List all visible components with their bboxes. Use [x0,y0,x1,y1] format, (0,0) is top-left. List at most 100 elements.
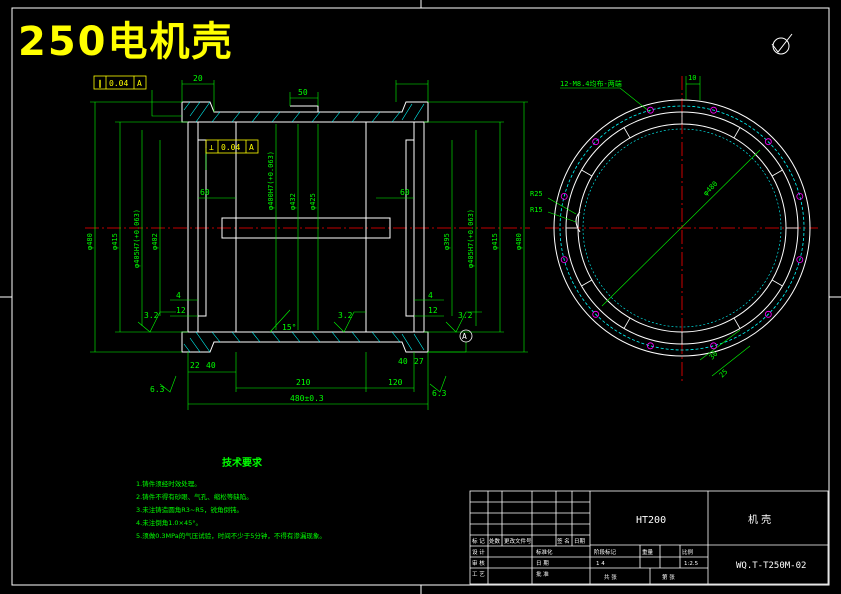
tb-process: 工 艺 [472,571,485,578]
tech-item-1: 1.铸件须经时效处理。 [136,479,201,488]
flange-rib [771,279,783,287]
dim-total-length: 480±0.3 [290,394,324,403]
tb-part-name: 机 壳 [748,513,771,526]
tb-page: 第 张 [662,573,675,581]
dim-dia-415-left: φ415 [111,233,119,250]
bolt-hole [647,342,654,350]
side-view: 12-M8.4均布-两端 10 φ480 R25 R15 30 25 [530,74,818,382]
tb-change: 更改文件号 [504,537,532,545]
dim-dia-395-right: φ395 [443,233,451,250]
tb-mark: 标 记 [472,537,485,545]
tb-stage: 阶段标记 [594,548,617,556]
bolt-hole [592,310,600,318]
gdt-top-symbol: ∥ [98,79,102,88]
rough-right: 3.2 [458,311,473,320]
gdt-top-value: 0.04 [109,79,128,88]
side-dim-25: 25 [718,368,730,380]
dim-dia-402-left: φ402 [151,233,159,250]
bolt-hole [764,138,772,146]
dim-dia-outer-left: φ480 [86,233,94,250]
tb-scale: 1:2.5 [684,561,699,567]
tech-item-3: 3.未注铸造圆角R3~R5，锐角倒钝。 [136,505,243,514]
side-dia: φ480 [702,180,720,198]
side-dim-10: 10 [688,74,696,82]
bolt-hole [796,256,804,264]
tb-drawing-no: WQ.T-T250M-02 [736,561,806,571]
tb-total: 共 张 [604,573,617,581]
bolt-hole [560,256,568,264]
gdt-frame-inner: ⊥ 0.04 A [205,139,259,154]
side-r25: R25 [530,190,543,198]
dim-4-left: 4 [176,291,181,300]
dim-40-left: 40 [206,361,216,370]
dim-210: 210 [296,378,311,387]
rough-center: 3.2 [338,311,353,320]
dim-60-left: 60 [200,188,210,197]
tb-material: HT200 [636,515,666,526]
drawing-title: 250电机壳 [18,19,234,65]
check-mark-icon [771,33,793,55]
flange-rib [623,127,631,139]
tb-date-col: 日期 [574,538,586,545]
tb-sign: 签 名 [557,537,570,545]
tb-date: 日 期 [536,560,549,567]
bolt-hole [710,342,717,350]
dim-dia-outer-right: φ480 [515,233,523,250]
flange-rib [581,279,593,287]
bolt-hole [647,106,654,114]
bolt-hole [796,192,804,200]
dim-12-right: 12 [428,306,438,315]
tech-item-5: 5.须做0.3MPa的气压试验，时间不少于5分钟，不得有渗漏现象。 [136,531,326,540]
title-block-text: 标 记 处数 更改文件号 签 名 日期 设 计 标准化 审 核 工 艺 批 准 … [472,537,699,581]
side-r15: R15 [530,206,543,214]
front-view: ∥ 0.04 A ⊥ 0.04 A A 20 50 60 60 4 12 4 1… [85,74,530,410]
dim-50: 50 [298,88,308,97]
dim-120: 120 [388,378,403,387]
tech-requirements: 技术要求 1.铸件须经时效处理。 2.铸件不得有砂眼、气孔、缩松等缺陷。 3.未… [136,456,326,540]
bolt-hole [592,138,600,146]
rough-bottom-right: 6.3 [432,389,447,398]
tech-heading: 技术要求 [222,456,263,469]
tb-check: 审 核 [472,559,485,567]
side-dim-30: 30 [708,350,720,362]
flange-rib [733,127,741,139]
hole-note: 12-M8.4均布-两端 [560,79,622,88]
gdt-inner-symbol: ⊥ [209,143,214,152]
tech-item-2: 2.铸件不得有砂眼、气孔、缩松等缺陷。 [136,492,253,501]
dim-dia-center-3: φ425 [309,193,317,210]
flange-rib [771,169,783,177]
dim-27: 27 [414,357,424,366]
dim-dia-405-left: φ405H7(+0.063) [133,209,141,268]
tb-approve: 批 准 [536,570,549,578]
dim-dia-405-right: φ405H7(+0.063) [467,209,475,268]
rough-left: 3.2 [144,311,159,320]
tb-ratio: 比例 [682,548,694,556]
gdt-frame-top: ∥ 0.04 A [93,75,147,90]
tb-count: 处数 [489,537,501,545]
tb-sheet: 1 4 [596,561,605,567]
flange-rib [581,169,593,177]
dim-dia-415-right: φ415 [491,233,499,250]
dim-60-right: 60 [400,188,410,197]
dim-22: 22 [190,361,200,370]
flange-rib [733,317,741,329]
dim-12-left: 12 [176,306,186,315]
rough-bottom-left: 6.3 [150,385,165,394]
dim-40-right: 40 [398,357,408,366]
tech-item-4: 4.未注倒角1.0×45°。 [136,518,202,527]
title-block [469,490,829,585]
bolt-hole [764,310,772,318]
tb-weight: 重量 [642,548,654,556]
flange-rib [623,317,631,329]
dim-dia-center-1: φ400H7(+0.063) [267,151,275,210]
bolt-hole [710,106,717,114]
bolt-holes [560,106,804,350]
dim-4-right: 4 [428,291,433,300]
dim-angle: 15° [282,323,296,332]
gdt-top-datum: A [137,79,142,88]
dim-20: 20 [193,74,203,83]
gdt-inner-value: 0.04 [221,143,240,152]
dim-dia-center-2: φ432 [289,193,297,210]
